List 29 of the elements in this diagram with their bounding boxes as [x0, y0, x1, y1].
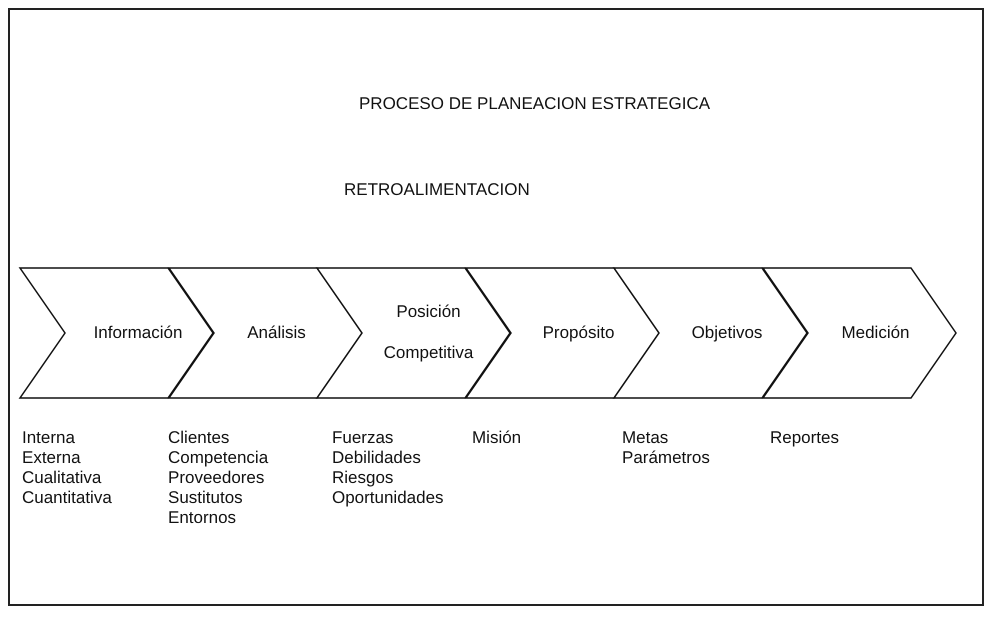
list-item: Sustitutos	[168, 488, 244, 508]
list-item: Metas	[622, 428, 670, 448]
list-item: Cualitativa	[22, 468, 102, 488]
step-label: Medición	[841, 322, 910, 344]
list-item: Proveedores	[168, 468, 266, 488]
list-item: Externa	[22, 448, 82, 468]
list-item: Entornos	[168, 508, 238, 528]
list-item: Riesgos	[332, 468, 394, 488]
chevron-shape	[612, 267, 808, 399]
list-item: Parámetros	[622, 448, 710, 468]
list-item: Competencia	[168, 448, 268, 468]
list-item: Misión	[472, 428, 522, 448]
list-item: Reportes	[770, 428, 839, 448]
list-item: Clientes	[168, 428, 230, 448]
step-label: Objetivos	[692, 322, 762, 344]
list-item: Debilidades	[332, 448, 422, 468]
chevron-shape	[316, 267, 511, 399]
step-label: Posición Competitiva	[382, 301, 474, 364]
chevron-shape	[761, 267, 956, 399]
title: PROCESO DE PLANEACION ESTRATEGICA	[358, 94, 710, 113]
list-item: Interna	[22, 428, 76, 448]
list-item: Cuantitativa	[22, 488, 112, 508]
chevron-shape	[18, 267, 214, 399]
label-text: RETROALIMENTACION	[344, 180, 530, 200]
step-label: Información	[94, 322, 182, 344]
step-label: Análisis	[247, 322, 306, 344]
step-label: Propósito	[542, 322, 614, 344]
list-item: Fuerzas	[332, 428, 394, 448]
list-item: Oportunidades	[332, 488, 444, 508]
